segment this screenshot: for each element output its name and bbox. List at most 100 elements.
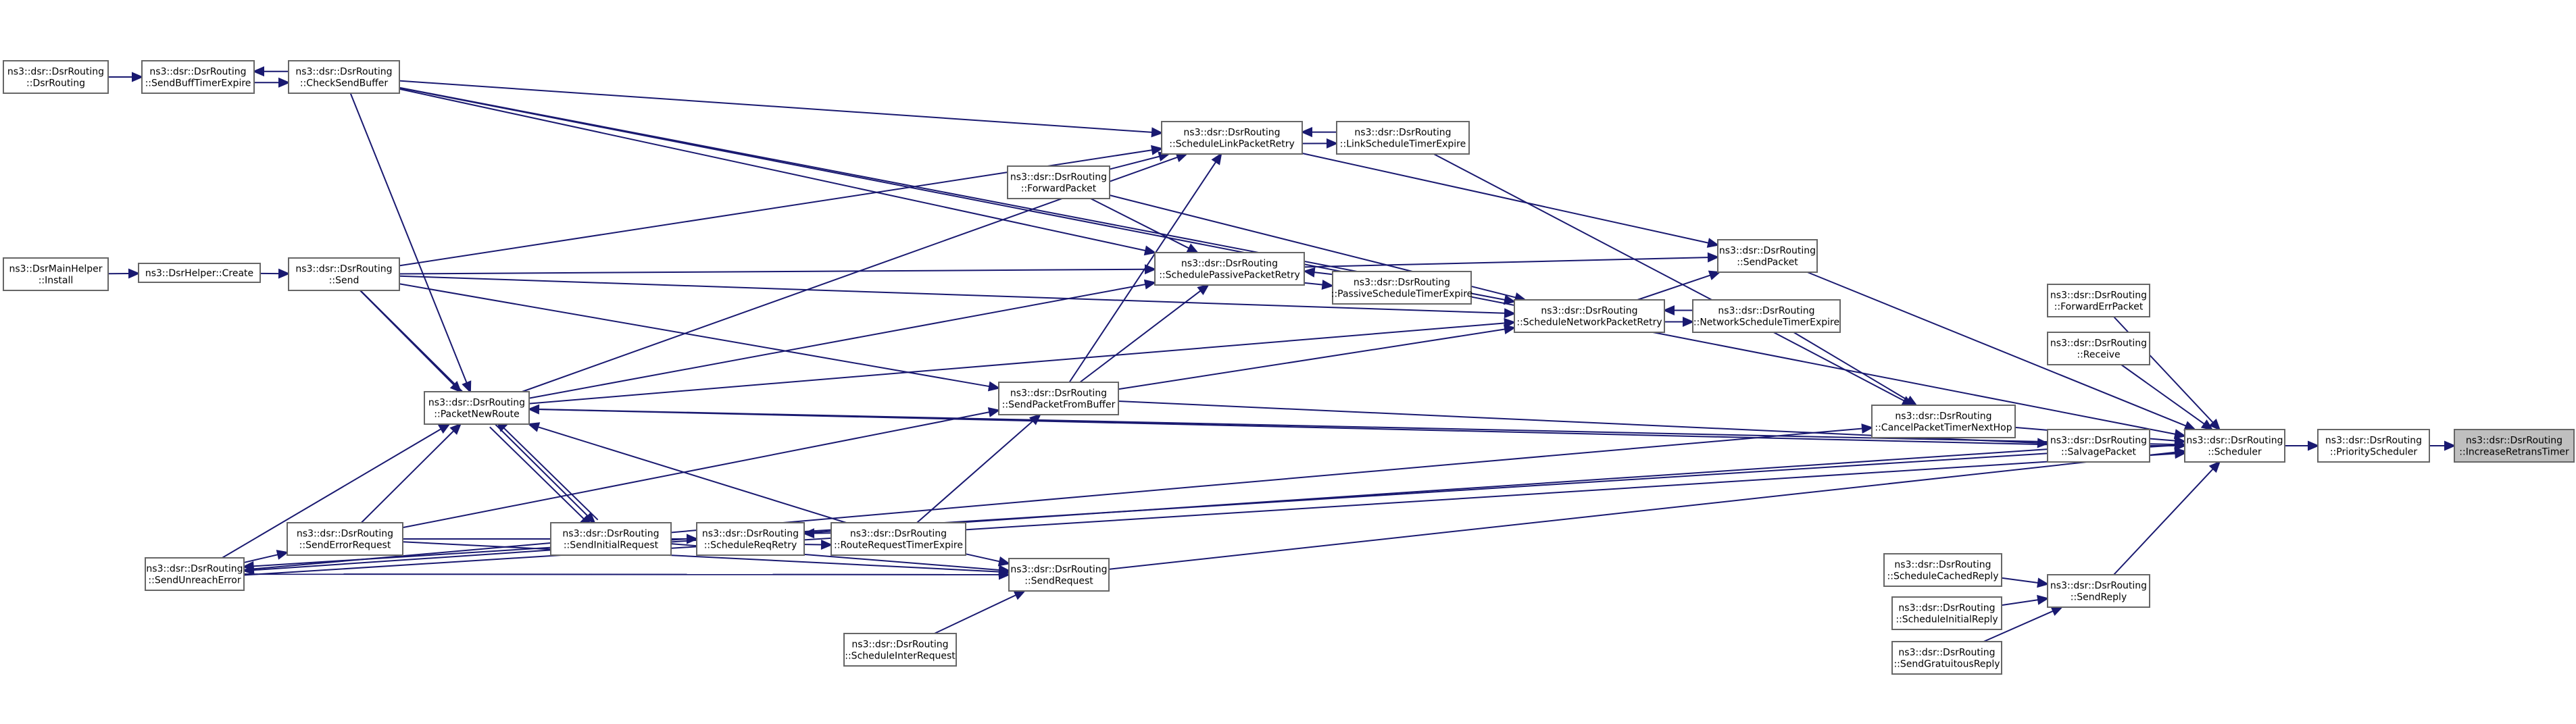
edge-schedPassiveRetry-to-sendPacket (1304, 252, 1720, 268)
edge-netTimerExpire-to-schedNetRetry (1662, 305, 1693, 315)
node-label-line: ns3::dsr::DsrRouting (1894, 560, 1991, 571)
node-packetNewRoute[interactable]: ns3::dsr::DsrRouting::PacketNewRoute (424, 391, 530, 425)
edge-mainInstall-to-helperCreate (107, 268, 141, 279)
node-forwardErr[interactable]: ns3::dsr::DsrRouting::ForwardErrPacket (2047, 284, 2150, 317)
node-linkTimerExpire[interactable]: ns3::dsr::DsrRouting::LinkScheduleTimerE… (1336, 121, 1470, 155)
node-schedReqRetry[interactable]: ns3::dsr::DsrRouting::ScheduleReqRetry (696, 522, 805, 556)
node-label-line: ns3::dsr::DsrRouting (2186, 436, 2283, 446)
node-label-line: ::Receive (2077, 350, 2120, 361)
edge-scheduler-to-priority (2285, 440, 2320, 451)
node-label-line: ns3::dsr::DsrRouting (1010, 172, 1107, 183)
node-sendReply[interactable]: ns3::dsr::DsrRouting::SendReply (2047, 574, 2150, 608)
edge-linkTimerExpire-to-cancelTimer (1433, 153, 1914, 407)
node-dsrRouting[interactable]: ns3::dsr::DsrRouting::DsrRouting (3, 60, 109, 94)
node-sendPacket[interactable]: ns3::dsr::DsrRouting::SendPacket (1717, 239, 1818, 273)
edge-send-to-packetNewRoute (360, 290, 462, 393)
node-box (1891, 641, 2002, 675)
node-increase[interactable]: ns3::dsr::DsrRouting::IncreaseRetransTim… (2454, 429, 2575, 463)
node-label-line: ::CancelPacketTimerNextHop (1875, 423, 2012, 434)
node-label-line: ns3::dsr::DsrRouting (2050, 338, 2147, 349)
node-sendErrorRequest[interactable]: ns3::dsr::DsrRouting::SendErrorRequest (287, 522, 403, 556)
node-sendFromBuffer[interactable]: ns3::dsr::DsrRouting::SendPacketFromBuff… (998, 382, 1119, 415)
edge-schedLinkRetry-to-linkTimerExpire (1302, 138, 1339, 149)
node-receive[interactable]: ns3::dsr::DsrRouting::Receive (2047, 332, 2150, 365)
node-label-line: ns3::dsr::DsrRouting (295, 264, 392, 275)
node-schedPassiveRetry[interactable]: ns3::dsr::DsrRouting::SchedulePassivePac… (1154, 252, 1305, 286)
node-box (550, 522, 672, 556)
node-checkBuffer[interactable]: ns3::dsr::DsrRouting::CheckSendBuffer (288, 60, 400, 94)
node-cancelTimer[interactable]: ns3::dsr::DsrRouting::CancelPacketTimerN… (1871, 405, 2016, 438)
node-label-line: ns3::DsrHelper::Create (145, 268, 253, 279)
node-scheduler[interactable]: ns3::dsr::DsrRouting::Scheduler (2184, 429, 2285, 463)
edge-sendFromBuffer-to-schedNetRetry (1118, 324, 1516, 390)
node-sendUnreach[interactable]: ns3::dsr::DsrRouting::SendUnreachError (145, 557, 245, 591)
node-schedLinkRetry[interactable]: ns3::dsr::DsrRouting::ScheduleLinkPacket… (1161, 121, 1303, 155)
node-interRequest[interactable]: ns3::dsr::DsrRouting::ScheduleInterReque… (843, 633, 957, 667)
edge-passiveTimerExpire-to-schedPassiveRetry (1303, 267, 1333, 278)
node-salvage[interactable]: ns3::dsr::DsrRouting::SalvagePacket (2047, 429, 2150, 463)
edge-salvage-to-packetNewRoute (527, 404, 2048, 446)
node-mainInstall[interactable]: ns3::DsrMainHelper::Install (3, 257, 109, 291)
node-label-line: ::Install (39, 276, 74, 286)
node-label-line: ::SchedulePassivePacketRetry (1159, 270, 1300, 281)
node-box (2047, 284, 2150, 317)
node-box (138, 263, 261, 283)
node-label-line: ns3::dsr::DsrRouting (2050, 290, 2147, 301)
edge-sendErrorRequest-to-sendFromBuffer (402, 407, 1001, 529)
node-label-line: ns3::dsr::DsrRouting (295, 67, 392, 78)
node-box (1336, 121, 1470, 155)
node-sendInitialRequest[interactable]: ns3::dsr::DsrRouting::SendInitialRequest (550, 522, 672, 556)
node-box (1332, 271, 1472, 305)
node-box (141, 60, 255, 94)
edge-sendUnreach-to-cancelTimer (243, 423, 1874, 571)
edge-sendErrorRequest-to-packetNewRoute (360, 423, 462, 523)
edge-linkTimerExpire-to-schedLinkRetry (1300, 127, 1337, 138)
edge-initialReply-to-sendReply (2001, 594, 2050, 606)
node-label-line: ::SendInitialRequest (564, 540, 659, 551)
node-box (288, 60, 400, 94)
node-send[interactable]: ns3::dsr::DsrRouting::Send (288, 257, 400, 291)
node-box (2317, 429, 2430, 463)
node-cachedReply[interactable]: ns3::dsr::DsrRouting::ScheduleCachedRepl… (1883, 553, 2002, 587)
edge-sendFromBuffer-to-schedLinkRetry (1068, 152, 1222, 383)
node-label-line: ::ScheduleReqRetry (704, 540, 797, 551)
edge-reqTimerExpire-to-sendFromBuffer (916, 413, 1042, 523)
node-gratuitousReply[interactable]: ns3::dsr::DsrRouting::SendGratuitousRepl… (1891, 641, 2002, 675)
node-label-line: ns3::DsrMainHelper (9, 264, 102, 275)
edge-packetNewRoute-to-schedNetRetry (528, 317, 1516, 405)
edge-schedNetRetry-to-sendPacket (1637, 270, 1721, 301)
node-helperCreate[interactable]: ns3::DsrHelper::Create (138, 263, 261, 283)
node-box (2047, 429, 2150, 463)
edge-cachedReply-to-sendReply (2001, 577, 2050, 588)
node-reqTimerExpire[interactable]: ns3::dsr::DsrRouting::RouteRequestTimerE… (831, 522, 966, 556)
node-passiveTimerExpire[interactable]: ns3::dsr::DsrRouting::PassiveScheduleTim… (1331, 271, 1473, 305)
node-sendRequest[interactable]: ns3::dsr::DsrRouting::SendRequest (1008, 558, 1110, 592)
node-label-line: ::LinkScheduleTimerExpire (1340, 139, 1466, 150)
node-label-line: ::RouteRequestTimerExpire (834, 540, 963, 551)
node-netTimerExpire[interactable]: ns3::dsr::DsrRouting::NetworkScheduleTim… (1692, 299, 1841, 333)
node-label-line: ::SendGratuitousReply (1893, 659, 2000, 670)
edge-schedReqRetry-to-reqTimerExpire (803, 540, 833, 550)
node-box (2454, 429, 2575, 463)
node-label-line: ::SendRequest (1024, 576, 1093, 587)
node-schedNetRetry[interactable]: ns3::dsr::DsrRouting::ScheduleNetworkPac… (1514, 299, 1665, 333)
node-box (831, 522, 966, 556)
edge-schedLinkRetry-to-sendPacket (1302, 152, 1720, 248)
node-buffTimerExpire[interactable]: ns3::dsr::DsrRouting::SendBuffTimerExpir… (141, 60, 255, 94)
node-label-line: ns3::dsr::DsrRouting (702, 529, 799, 540)
node-box (1717, 239, 1818, 273)
node-priority[interactable]: ns3::dsr::DsrRouting::PriorityScheduler (2317, 429, 2430, 463)
node-forwardPacket[interactable]: ns3::dsr::DsrRouting::ForwardPacket (1007, 165, 1110, 199)
node-box (1692, 299, 1841, 333)
node-box (424, 391, 530, 425)
node-label-line: ::Scheduler (2208, 447, 2262, 458)
edge-priority-to-increase (2429, 440, 2456, 451)
node-label-line: ns3::dsr::DsrRouting (1719, 246, 1816, 257)
node-box (1891, 596, 2002, 630)
node-label-line: ::NetworkScheduleTimerExpire (1693, 317, 1839, 328)
node-box (3, 257, 109, 291)
function-nodes: ns3::dsr::DsrRouting::IncreaseRetransTim… (3, 60, 2575, 675)
node-label-line: ns3::dsr::DsrRouting (2050, 436, 2147, 446)
node-initialReply[interactable]: ns3::dsr::DsrRouting::ScheduleInitialRep… (1891, 596, 2002, 630)
